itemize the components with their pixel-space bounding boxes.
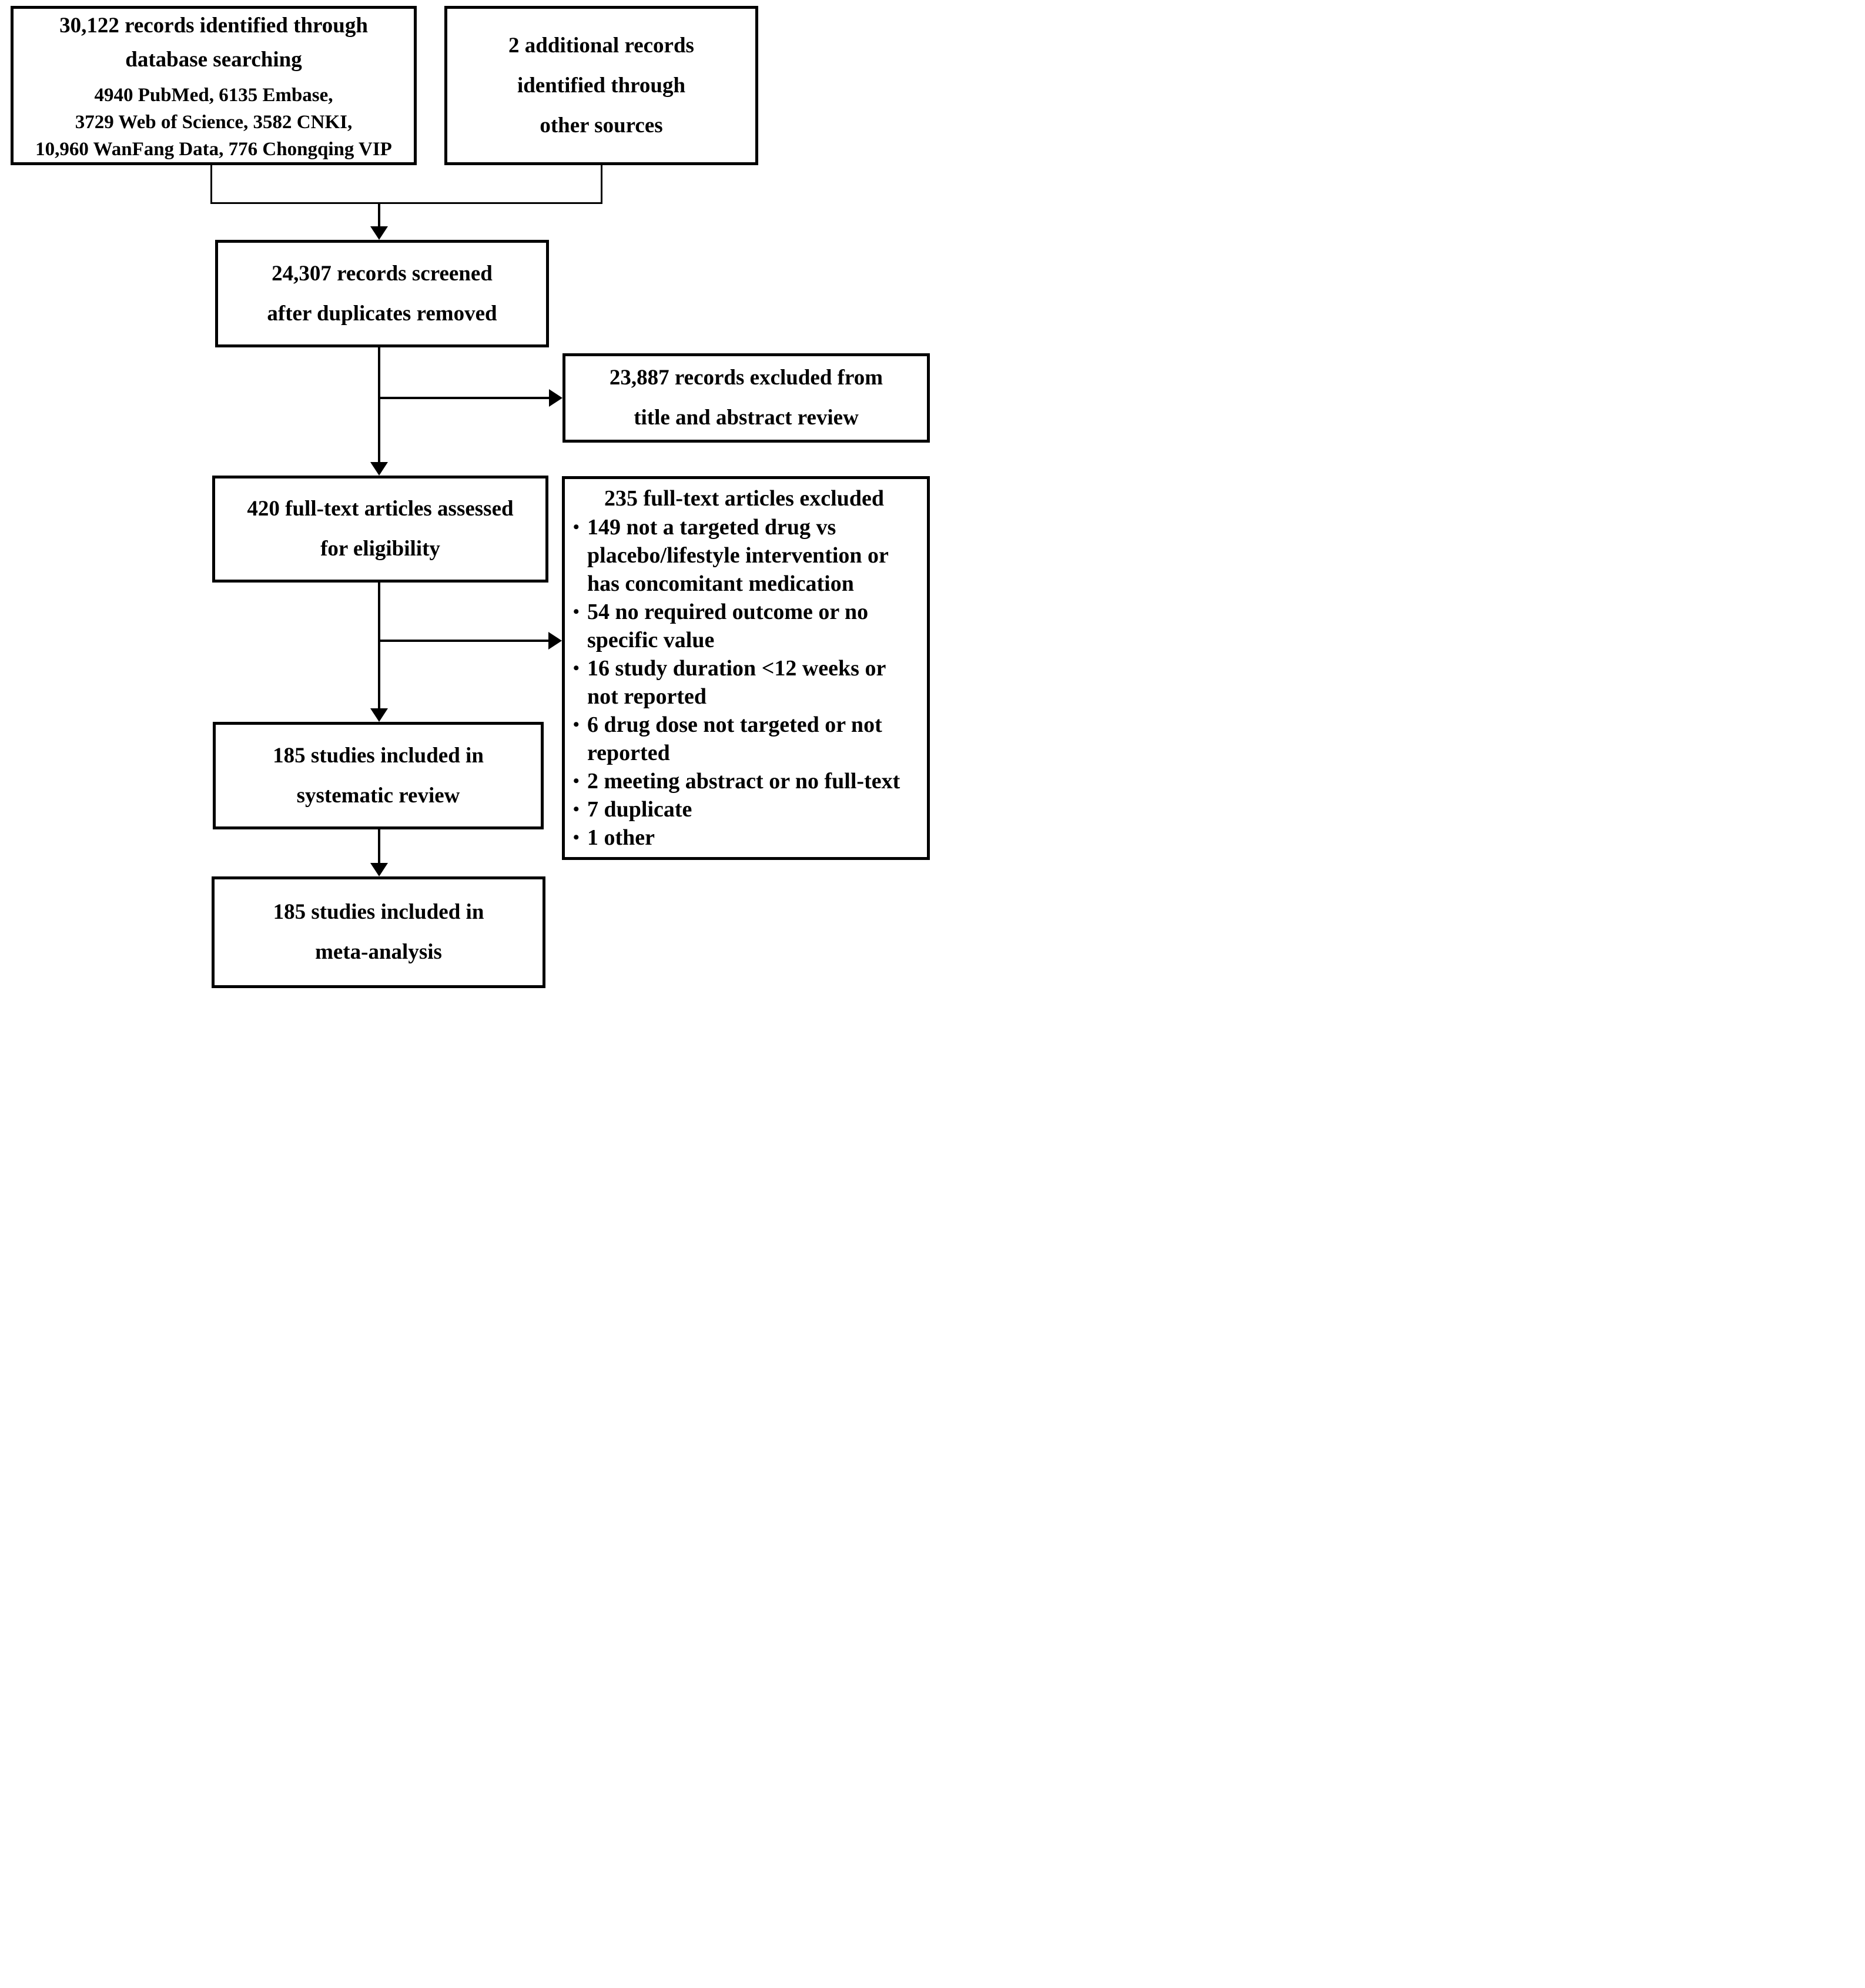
exclusion-reason-item: • 1 other: [573, 824, 915, 852]
exclusion-reason-text: 1 other: [587, 825, 655, 850]
exclusion-reason-text: 2 meeting abstract or no full-text: [587, 769, 900, 794]
connector-branch-excluded-fulltext: [379, 640, 549, 642]
records-identified-title-line2: database searching: [125, 47, 302, 72]
records-identified-details: 4940 PubMed, 6135 Embase, 3729 Web of Sc…: [35, 82, 392, 163]
bullet-marker: •: [573, 771, 580, 791]
arrowhead-into-assessed: [370, 462, 388, 476]
systematic-review-line1: 185 studies included in: [273, 743, 484, 768]
connector-from-identified: [210, 165, 212, 204]
arrowhead-into-systematic: [370, 708, 388, 722]
exclusion-reason-text: 149 not a targeted drug vs placebo/lifes…: [587, 515, 889, 596]
records-identified-title-line1: 30,122 records identified through: [59, 13, 368, 38]
exclusion-reason-item: • 149 not a targeted drug vs placebo/life…: [573, 513, 915, 598]
bullet-marker: •: [573, 658, 580, 678]
records-excluded-line2: title and abstract review: [634, 406, 859, 430]
exclusion-reason-text: 54 no required outcome or no specific va…: [587, 600, 869, 652]
arrowhead-into-excluded-screening: [549, 389, 562, 407]
records-identified-detail-line2: 3729 Web of Science, 3582 CNKI,: [75, 111, 353, 133]
box-records-identified: 30,122 records identified through databa…: [11, 6, 417, 165]
exclusion-reason-item: • 16 study duration <12 weeks or not repo…: [573, 654, 915, 711]
exclusion-reason-item: • 2 meeting abstract or no full-text: [573, 767, 915, 795]
arrowhead-into-meta: [370, 863, 388, 876]
fulltext-assessed-line2: for eligibility: [320, 537, 440, 561]
arrowhead-into-screened: [370, 226, 388, 240]
connector-assessed-to-systematic: [378, 583, 380, 709]
exclusion-reason-text: 6 drug dose not targeted or not reported: [587, 712, 882, 765]
box-records-screened: 24,307 records screened after duplicates…: [215, 240, 549, 347]
exclusion-reason-item: • 7 duplicate: [573, 795, 915, 824]
box-meta-analysis: 185 studies included in meta-analysis: [212, 876, 545, 988]
meta-analysis-line1: 185 studies included in: [273, 900, 484, 924]
fulltext-excluded-reason-list: • 149 not a targeted drug vs placebo/life…: [573, 513, 915, 852]
additional-records-line1: 2 additional records: [508, 33, 694, 58]
additional-records-line2: identified through: [517, 73, 686, 98]
fulltext-excluded-title: 235 full-text articles excluded: [604, 486, 884, 511]
exclusion-reason-text: 16 study duration <12 weeks or not repor…: [587, 656, 886, 709]
box-records-excluded-screening: 23,887 records excluded from title and a…: [562, 353, 930, 443]
connector-screened-to-assessed: [378, 347, 380, 463]
bullet-marker: •: [573, 799, 580, 819]
connector-systematic-to-meta: [378, 829, 380, 864]
connector-into-screened: [378, 202, 380, 228]
bullet-marker: •: [573, 602, 580, 621]
exclusion-reason-item: • 6 drug dose not targeted or not reporte…: [573, 711, 915, 767]
records-identified-detail-line1: 4940 PubMed, 6135 Embase,: [94, 84, 333, 106]
records-excluded-line1: 23,887 records excluded from: [609, 366, 883, 390]
connector-merge-horizontal: [210, 202, 602, 204]
connector-branch-excluded-screening: [379, 397, 550, 399]
bullet-marker: •: [573, 828, 580, 847]
meta-analysis-line2: meta-analysis: [315, 940, 442, 964]
prisma-flow-diagram: 30,122 records identified through databa…: [0, 0, 933, 994]
box-systematic-review: 185 studies included in systematic revie…: [213, 722, 544, 829]
bullet-marker: •: [573, 517, 580, 537]
records-identified-detail-line3: 10,960 WanFang Data, 776 Chongqing VIP: [35, 138, 392, 160]
bullet-marker: •: [573, 715, 580, 734]
connector-from-additional: [601, 165, 602, 204]
box-additional-records: 2 additional records identified through …: [444, 6, 758, 165]
fulltext-assessed-line1: 420 full-text articles assessed: [247, 497, 514, 521]
records-identified-title: 30,122 records identified through databa…: [59, 9, 368, 77]
exclusion-reason-item: • 54 no required outcome or no specific v…: [573, 598, 915, 654]
box-fulltext-excluded: 235 full-text articles excluded • 149 not…: [562, 476, 930, 860]
additional-records-line3: other sources: [540, 113, 663, 138]
records-screened-line1: 24,307 records screened: [272, 261, 493, 286]
arrowhead-into-excluded-fulltext: [548, 632, 562, 650]
systematic-review-line2: systematic review: [296, 783, 460, 808]
exclusion-reason-text: 7 duplicate: [587, 797, 692, 822]
box-fulltext-assessed: 420 full-text articles assessed for elig…: [212, 476, 548, 583]
records-screened-line2: after duplicates removed: [267, 301, 497, 326]
